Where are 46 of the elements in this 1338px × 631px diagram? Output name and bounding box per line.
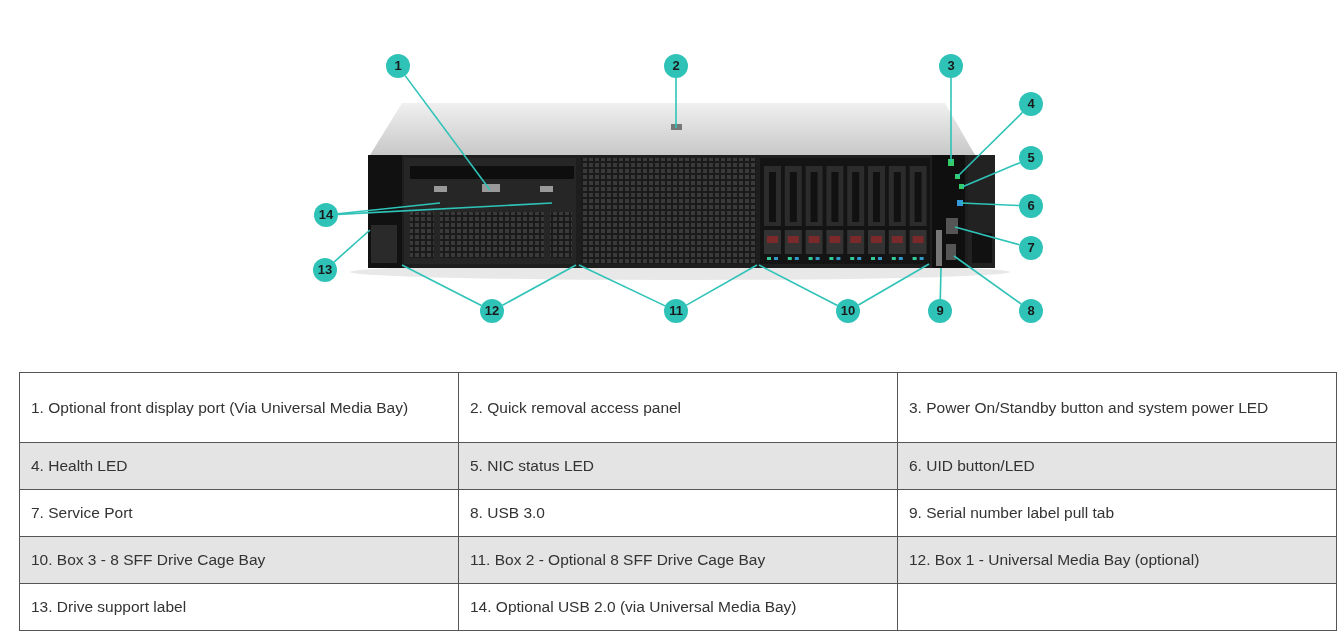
- leader-line: [953, 255, 1023, 305]
- table-cell-text: 7. Service Port: [31, 503, 133, 523]
- callout-number: 1: [386, 54, 410, 78]
- callout-number: 8: [1019, 299, 1043, 323]
- table-cell-text: 4. Health LED: [31, 456, 128, 476]
- leader-line: [501, 264, 577, 307]
- table-cell-text: 9. Serial number label pull tab: [909, 503, 1115, 523]
- callout-number: 11: [664, 299, 688, 323]
- leader-line: [950, 77, 952, 163]
- table-cell-text: 11. Box 2 - Optional 8 SFF Drive Cage Bay: [470, 550, 766, 570]
- table-cell-text: 12. Box 1 - Universal Media Bay (optional): [909, 550, 1200, 570]
- callout-number: 10: [836, 299, 860, 323]
- leader-line: [333, 229, 371, 263]
- callout-number: 9: [928, 299, 952, 323]
- table-cell-text: 10. Box 3 - 8 SFF Drive Cage Bay: [31, 550, 266, 570]
- callout-number: 7: [1019, 236, 1043, 260]
- leader-line: [857, 263, 930, 306]
- table-cell-text: 14. Optional USB 2.0 (via Universal Media Bay): [470, 597, 797, 617]
- callout-number: 14: [314, 203, 338, 227]
- table-cell-text: 13. Drive support label: [31, 597, 187, 617]
- callout-number: 13: [313, 258, 337, 282]
- callout-number: 6: [1019, 194, 1043, 218]
- leader-line: [685, 264, 758, 306]
- callout-number: 12: [480, 299, 504, 323]
- leader-line: [404, 74, 491, 191]
- leader-line: [758, 264, 839, 307]
- table-cell-text: 5. NIC status LED: [470, 456, 595, 476]
- table-cell-text: 3. Power On/Standby button and system power LED: [909, 397, 1269, 418]
- leader-line: [337, 202, 441, 215]
- leader-line: [401, 264, 483, 307]
- leader-line: [961, 161, 1021, 188]
- leader-line: [578, 264, 666, 307]
- table-cell-text: 8. USB 3.0: [470, 503, 545, 523]
- table-cell-text: 1. Optional front display port (Via Universal Media Bay): [31, 397, 409, 418]
- table-cell-text: 2. Quick removal access panel: [470, 397, 682, 418]
- callout-number: 3: [939, 54, 963, 78]
- table-cell-text: 6. UID button/LED: [909, 456, 1035, 476]
- callout-number: 4: [1019, 92, 1043, 116]
- leader-line: [960, 202, 1020, 207]
- leader-line: [337, 202, 553, 216]
- callout-number: 2: [664, 54, 688, 78]
- callout-number: 5: [1019, 146, 1043, 170]
- leader-line: [956, 111, 1024, 178]
- leader-line: [954, 226, 1021, 246]
- leader-line: [675, 77, 677, 129]
- leader-line: [939, 267, 942, 300]
